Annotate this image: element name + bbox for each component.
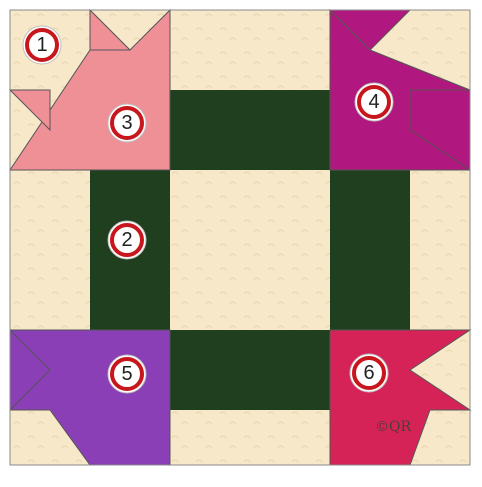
badge-1-label: 1 xyxy=(36,34,47,56)
badge-2: 2 xyxy=(108,221,146,259)
badge-4-label: 4 xyxy=(368,91,379,113)
badge-1: 1 xyxy=(23,26,61,64)
badge-5: 5 xyxy=(108,355,146,393)
badge-2-label: 2 xyxy=(121,229,132,251)
badge-6: 6 xyxy=(350,354,388,392)
badge-3-label: 3 xyxy=(121,112,132,134)
badge-6-label: 6 xyxy=(363,362,374,384)
badge-4: 4 xyxy=(355,83,393,121)
watermark: ©QR xyxy=(375,419,411,435)
badge-5-label: 5 xyxy=(121,363,132,385)
badge-3: 3 xyxy=(108,104,146,142)
